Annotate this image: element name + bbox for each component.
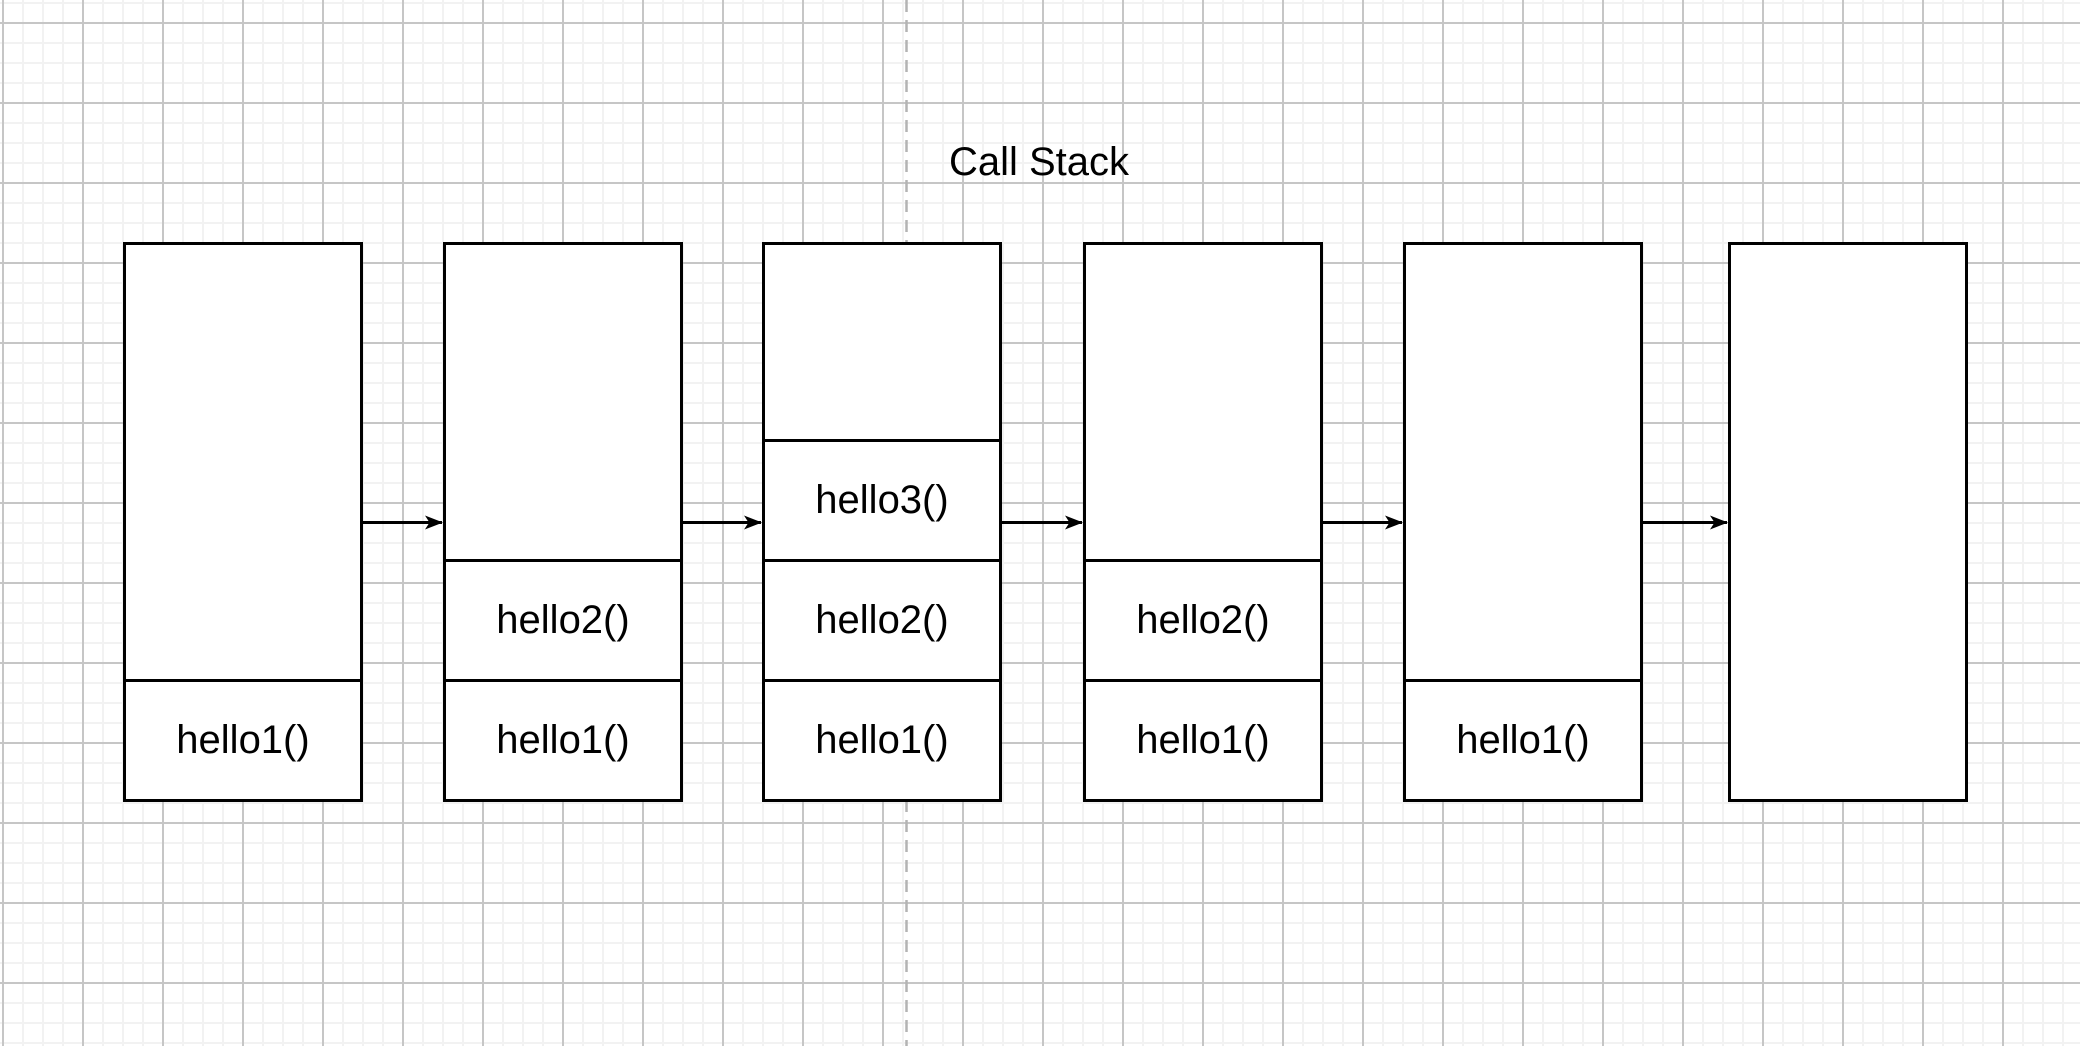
call-stack-box-4[interactable]: hello1()hello2()	[1083, 242, 1323, 802]
stack-frame[interactable]: hello1()	[446, 679, 680, 799]
stack-frame[interactable]: hello1()	[126, 679, 360, 799]
call-stack-box-2[interactable]: hello1()hello2()	[443, 242, 683, 802]
stack-frame[interactable]: hello1()	[1406, 679, 1640, 799]
stack-frame[interactable]: hello2()	[446, 559, 680, 679]
stack-frame[interactable]: hello3()	[765, 439, 999, 559]
call-stack-box-1[interactable]: hello1()	[123, 242, 363, 802]
stack-frame[interactable]: hello2()	[765, 559, 999, 679]
diagram-title[interactable]: Call Stack	[948, 140, 1130, 184]
stack-frame[interactable]: hello1()	[765, 679, 999, 799]
call-stack-box-3[interactable]: hello1()hello2()hello3()	[762, 242, 1002, 802]
call-stack-box-6[interactable]	[1728, 242, 1968, 802]
stack-frame[interactable]: hello1()	[1086, 679, 1320, 799]
stack-frame[interactable]: hello2()	[1086, 559, 1320, 679]
call-stack-box-5[interactable]: hello1()	[1403, 242, 1643, 802]
